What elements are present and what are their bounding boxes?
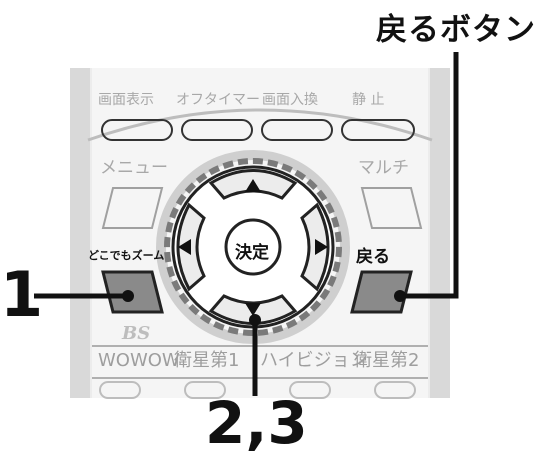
zoom-anywhere-label: どこでもズーム — [88, 249, 165, 262]
back-callout-line — [400, 52, 459, 299]
step-2-3-label: 2,3 — [205, 389, 308, 457]
arrow-down-icon — [245, 303, 261, 316]
label-wowow: WOWOW — [98, 350, 180, 371]
arrow-right-icon — [315, 239, 328, 255]
arrow-left-icon — [178, 239, 191, 255]
bs-label: BS — [122, 323, 151, 344]
label-eisei1: 衛星第1 — [174, 350, 240, 371]
menu-label: メニュー — [100, 158, 168, 178]
pill-button-freeze[interactable] — [341, 119, 415, 141]
back-dot — [394, 290, 406, 302]
step1-dot — [122, 290, 134, 302]
pill-button-swap[interactable] — [261, 119, 333, 141]
menu-button[interactable] — [101, 187, 164, 229]
multi-button[interactable] — [360, 187, 423, 229]
step-1-label: 1 — [0, 258, 44, 331]
label-off-timer: オフタイマー — [176, 92, 260, 108]
back-button-callout: 戻るボタン — [376, 12, 536, 48]
label-screen-display: 画面表示 — [98, 92, 154, 108]
label-hivision: ハイビジョン — [260, 350, 368, 371]
label-swap: 画面入換 — [262, 92, 318, 108]
pill-button-off-timer[interactable] — [181, 119, 253, 141]
center-button-label: 決定 — [235, 243, 269, 263]
arrow-up-icon — [245, 179, 261, 192]
label-freeze: 静 止 — [352, 92, 385, 108]
top-pill-buttons — [101, 119, 415, 141]
label-eisei2: 衛星第2 — [354, 350, 420, 371]
pill-button-screen-display[interactable] — [101, 119, 173, 141]
callout-lines — [34, 52, 459, 396]
zoom-anywhere-button[interactable] — [101, 270, 164, 314]
center-button[interactable] — [224, 218, 282, 276]
back-button[interactable] — [350, 270, 413, 314]
step23-dot — [249, 314, 261, 326]
multi-label: マルチ — [358, 158, 409, 178]
back-label: 戻る — [356, 247, 390, 267]
